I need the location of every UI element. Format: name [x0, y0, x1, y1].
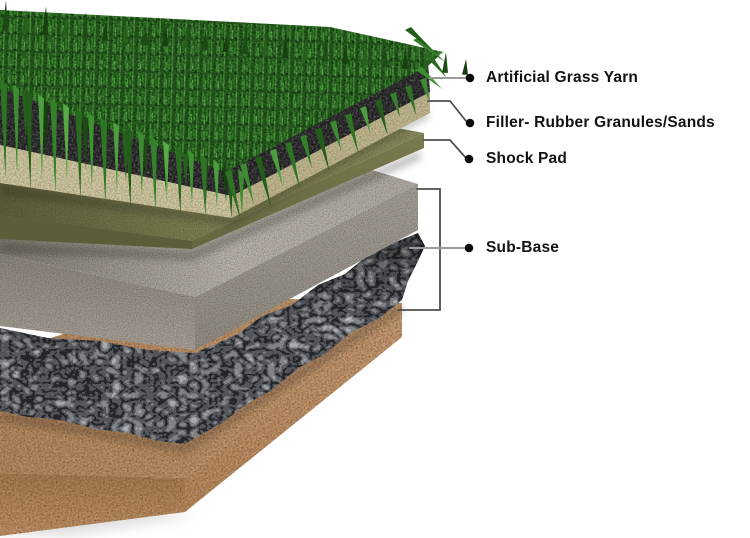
gravel-aggregate-layer	[0, 233, 425, 444]
callout-dot-grass-yarn	[465, 73, 475, 83]
callout-connectors	[397, 73, 475, 311]
callout-dot-sub-base	[464, 243, 474, 253]
rubber-filler-band	[0, 62, 430, 196]
grass-corner-blades	[405, 27, 447, 89]
leader-line-filler	[427, 100, 467, 122]
label-sub-base: Sub-Base	[486, 239, 560, 256]
callout-dot-shock-pad	[464, 154, 474, 164]
callout-dot-filler	[465, 118, 475, 128]
label-filler-rubber-granules: Filler- Rubber Granules/Sands	[486, 114, 715, 131]
label-shock-pad: Shock Pad	[486, 150, 568, 167]
pad-shadow-on-concrete	[0, 151, 422, 261]
gravel-shadow-on-sand	[0, 303, 405, 454]
label-artificial-grass-yarn: Artificial Grass Yarn	[486, 69, 639, 86]
grass-carpet	[0, 0, 468, 271]
carpet-backing-right	[232, 92, 430, 218]
grass-top-face	[0, 10, 443, 172]
sub-base-bracket	[397, 188, 441, 311]
leader-line-shock-pad	[423, 139, 467, 159]
carpet-backing-front	[0, 145, 232, 218]
carpet-shadow-on-pad	[0, 110, 430, 225]
